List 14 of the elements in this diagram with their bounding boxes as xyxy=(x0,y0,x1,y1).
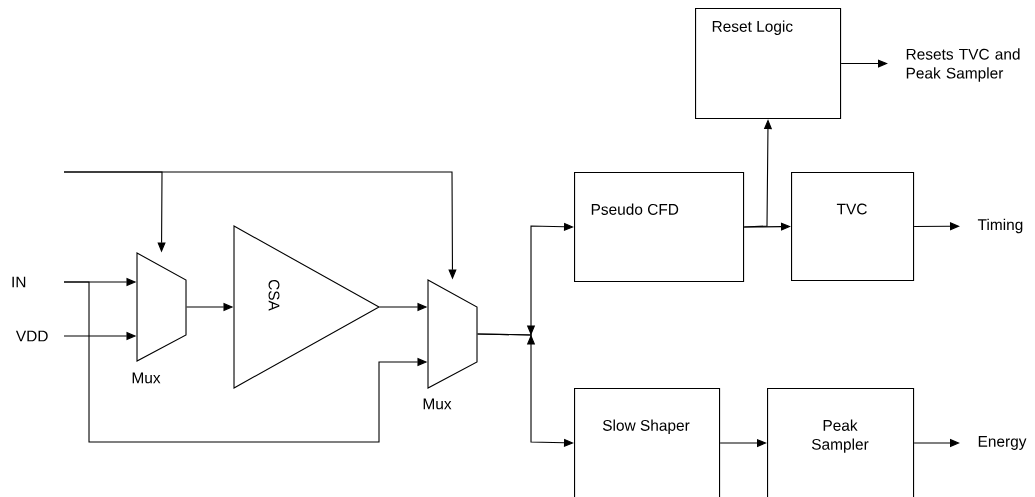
block-box: Pseudo CFD xyxy=(574,172,745,283)
arrow xyxy=(913,222,960,231)
signal-label: Resets TVC and Peak Sampler xyxy=(906,48,1020,82)
arrow xyxy=(477,325,574,447)
block-box: Slow Shaper xyxy=(574,388,721,497)
arrow xyxy=(840,59,888,68)
block-box: Peak Sampler xyxy=(767,388,915,497)
signal-label: Timing xyxy=(977,218,1023,234)
amplifier-triangle: CSA xyxy=(233,225,381,389)
signal-label: Energy xyxy=(978,436,1027,450)
signal-label: VDD xyxy=(15,330,48,342)
signal-label: IN xyxy=(12,276,26,288)
block-box: Reset Logic xyxy=(695,8,842,120)
block-box: TVC xyxy=(791,172,915,282)
